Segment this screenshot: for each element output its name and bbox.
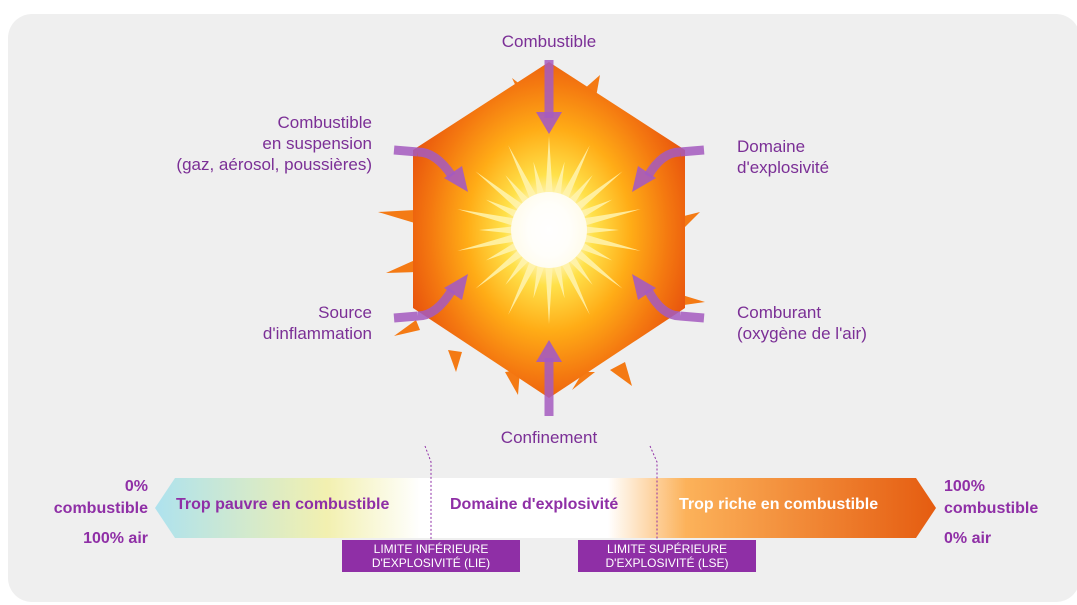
label-combustible: Combustible xyxy=(501,32,597,51)
arrow-heads xyxy=(444,112,656,362)
label-source-inflammation: Source d'inflammation xyxy=(262,303,372,343)
lower-limit-line xyxy=(424,445,432,540)
label-combustible-suspension: Combustible en suspension (gaz, aérosol,… xyxy=(176,113,372,174)
segment-poor: Trop pauvre en combustible xyxy=(176,496,390,513)
label-confinement: Confinement xyxy=(500,428,598,447)
scale-bar xyxy=(155,478,936,538)
upper-limit-line xyxy=(649,445,658,540)
segment-domain: Domaine d'explosivité xyxy=(450,496,619,513)
explosion-spikes xyxy=(378,75,705,395)
explosion-core xyxy=(511,192,587,268)
starburst xyxy=(457,136,641,324)
scale-right-label: 100% combustible 0% air xyxy=(944,478,1039,547)
scale-left-label: 0% combustible 100% air xyxy=(53,478,148,547)
inward-arrows xyxy=(393,60,705,416)
label-comburant: Comburant (oxygène de l'air) xyxy=(737,303,867,343)
segment-rich: Trop riche en combustible xyxy=(679,496,879,513)
label-domaine-explosivite: Domaine d'explosivité xyxy=(737,137,830,177)
lower-limit-box: LIMITE INFÉRIEURE D'EXPLOSIVITÉ (LIE) xyxy=(342,540,520,572)
upper-limit-box: LIMITE SUPÉRIEURE D'EXPLOSIVITÉ (LSE) xyxy=(578,540,756,572)
